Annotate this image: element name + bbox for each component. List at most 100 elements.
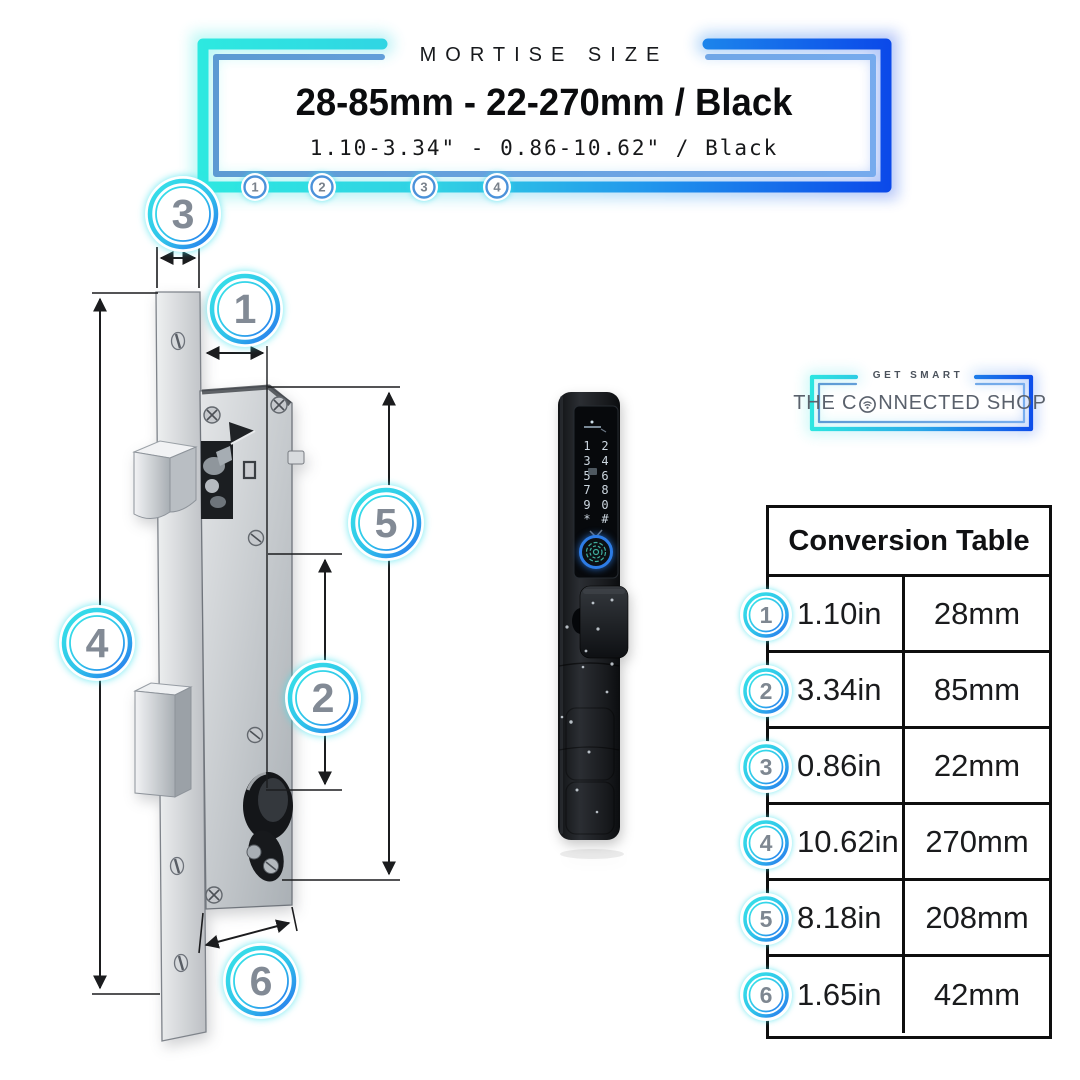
- header-neon-frame: 1 2 3 4: [191, 32, 898, 201]
- keypad-digit[interactable]: 0: [601, 498, 608, 512]
- callout-label: 5: [375, 500, 398, 546]
- cell-inches: 8.18in: [769, 881, 905, 954]
- keyway-cutout: [246, 830, 284, 882]
- callout-circle-6: 6: [223, 943, 299, 1019]
- cell-mm: 270mm: [925, 823, 1029, 859]
- water-droplets: [560, 598, 614, 814]
- faceplate-screw-hole: [170, 331, 186, 351]
- callout-circle-2: 2: [285, 660, 361, 736]
- header-marker-4: 4: [483, 173, 511, 201]
- wifi-o-icon: [858, 395, 877, 414]
- device-keypad[interactable]: 1 2 3 4 5 6 7 8 9 0 * #: [583, 439, 609, 526]
- callout-circle-1: 1: [207, 271, 283, 347]
- conversion-table: Conversion Table 1 1.10in 28mm 2 3.34in …: [740, 505, 1052, 1039]
- mortise-diagram: 3 1 4 5 2 6: [59, 176, 424, 1042]
- header-frame-outer-line: [197, 38, 892, 193]
- cell-inches: 0.86in: [769, 729, 905, 802]
- header-marker-label: 3: [420, 180, 427, 195]
- device-shadow: [560, 849, 624, 859]
- row-badge-4: 4: [740, 817, 792, 869]
- cell-mm: 22mm: [933, 747, 1021, 783]
- callout-circle-3: 3: [145, 176, 221, 252]
- row-badge-5: 5: [740, 893, 792, 945]
- callout-label: 2: [312, 675, 335, 721]
- row-badge-label: 3: [760, 754, 773, 780]
- device-edge-highlight: [560, 396, 563, 834]
- logo-frame: [807, 372, 1036, 434]
- header-title: MORTISE SIZE: [419, 44, 669, 66]
- cell-mm: 85mm: [933, 671, 1021, 707]
- keypad-digit[interactable]: 2: [601, 439, 608, 453]
- logo-frame-inner-line: [817, 382, 1026, 424]
- keypad-digit[interactable]: 7: [583, 483, 590, 497]
- callout-circle-4: 4: [59, 605, 135, 681]
- row-badge-label: 2: [760, 678, 773, 704]
- header-frame-inner-line: [213, 54, 876, 177]
- cell-mm: 42mm: [933, 977, 1021, 1012]
- keypad-digit[interactable]: 1: [583, 439, 590, 453]
- header-size-imperial: 1.10-3.34" - 0.86-10.62" / Black: [309, 136, 779, 160]
- callout-label: 3: [172, 191, 195, 237]
- table-row: 3 0.86in 22mm: [740, 729, 1049, 805]
- fingerprint-sensor-icon[interactable]: [579, 535, 613, 569]
- card-reader-icon: [588, 468, 597, 475]
- lock-faceplate: [155, 291, 207, 1042]
- clutch-block: [572, 585, 629, 659]
- dimension-1-backset: [205, 346, 268, 788]
- deadbolt: [133, 682, 193, 798]
- keypad-digit[interactable]: 8: [601, 483, 608, 497]
- cell-mm: 208mm: [925, 899, 1029, 935]
- row-badge-2: 2: [740, 665, 792, 717]
- keypad-star-key[interactable]: *: [583, 512, 590, 526]
- cell-mm: 28mm: [933, 595, 1021, 631]
- dimension-6-body-width: [198, 906, 298, 954]
- faceplate-screw-hole: [169, 856, 185, 876]
- spindle-square-cutout: [242, 460, 257, 480]
- header-marker-2: 2: [308, 173, 336, 201]
- logo-brand-name: THE C NNECTED SHOP: [790, 392, 1050, 415]
- dimension-3-faceplate-width: [156, 247, 200, 288]
- logo-name-part: NNECTED SHOP: [878, 392, 1047, 414]
- row-badge-label: 6: [760, 982, 773, 1008]
- header-marker-label: 4: [493, 180, 501, 195]
- row-badge-3: 3: [740, 741, 792, 793]
- callout-label: 1: [234, 286, 257, 332]
- keypad-digit[interactable]: 6: [601, 469, 608, 483]
- table-row: 1 1.10in 28mm: [740, 577, 1049, 653]
- cell-inches: 1.65in: [769, 957, 905, 1033]
- row-badge-label: 5: [760, 906, 773, 932]
- latch-mechanism-cutout: [201, 441, 233, 519]
- dimension-5-body-height: [268, 386, 400, 881]
- keypad-digit[interactable]: 3: [583, 454, 590, 468]
- row-badge-label: 4: [760, 830, 773, 856]
- cylinder-hole: [243, 771, 293, 840]
- device-panel-seams: [558, 662, 620, 835]
- smart-lock-device: 1 2 3 4 5 6 7 8 9 0 * #: [558, 392, 629, 859]
- table-row: 4 10.62in 270mm: [740, 805, 1049, 881]
- callout-label: 4: [86, 620, 109, 666]
- table-row: 2 3.34in 85mm: [740, 653, 1049, 729]
- faceplate-screw-hole: [173, 953, 189, 973]
- row-badge-label: 1: [760, 602, 773, 628]
- latch-pointer-triangle: [229, 422, 256, 445]
- body-screws: [203, 396, 288, 904]
- logo-frame-outer-line: [809, 374, 1034, 432]
- logo-tagline: GET SMART: [872, 370, 964, 381]
- device-speaker-sensor: [584, 420, 607, 433]
- cell-inches: 10.62in: [769, 805, 905, 878]
- keypad-digit[interactable]: 9: [583, 498, 590, 512]
- keypad-digit[interactable]: 5: [583, 469, 590, 483]
- callout-label: 6: [250, 958, 273, 1004]
- cell-inches: 1.10in: [769, 577, 905, 650]
- mortise-lock-drawing: [132, 291, 305, 1042]
- header-marker-label: 1: [251, 180, 258, 195]
- header-marker-label: 2: [318, 180, 325, 195]
- header-marker-3: 3: [410, 173, 438, 201]
- keypad-hash-key[interactable]: #: [601, 512, 609, 526]
- row-badge-1: 1: [740, 589, 792, 641]
- cell-inches: 3.34in: [769, 653, 905, 726]
- keypad-digit[interactable]: 4: [601, 454, 608, 468]
- callout-circle-5: 5: [348, 485, 424, 561]
- row-badge-6: 6: [740, 969, 792, 1021]
- table-row: 6 1.65in 42mm: [740, 957, 1049, 1033]
